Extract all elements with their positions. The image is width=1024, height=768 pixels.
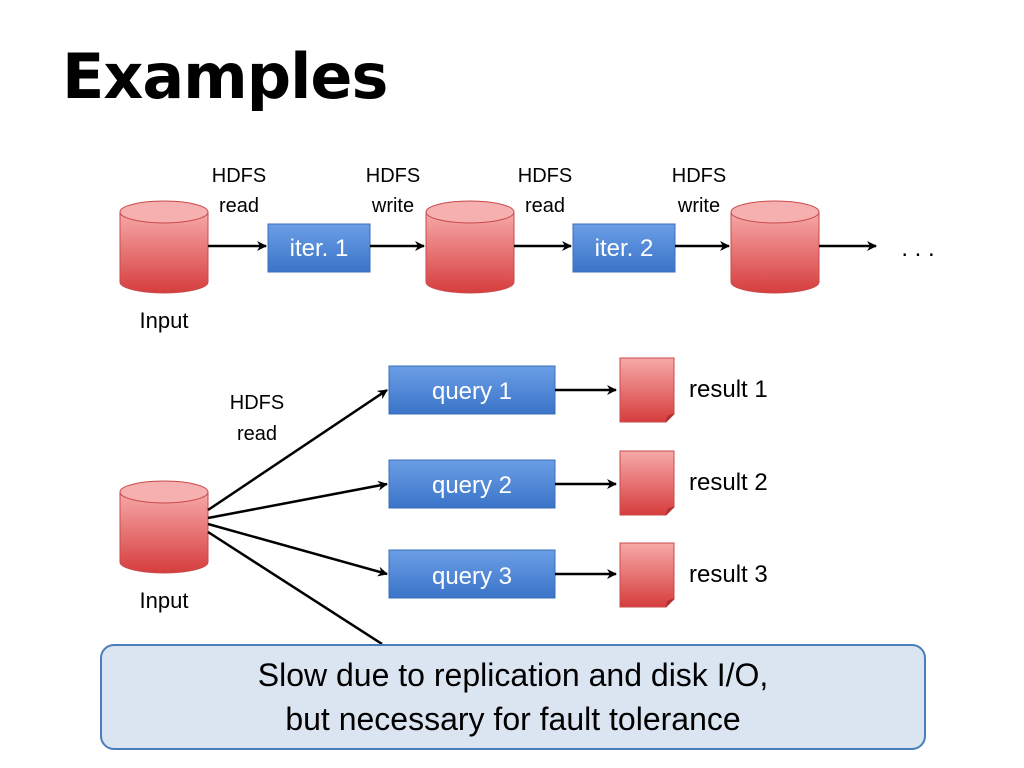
continuation-ellipsis: . . . bbox=[901, 235, 934, 262]
query-2-box bbox=[388, 459, 556, 509]
iter-2-box bbox=[572, 223, 676, 273]
input-cylinder-top-row bbox=[119, 200, 209, 294]
hdfs-label-2-line2: write bbox=[371, 195, 414, 217]
query-2-label: query 2 bbox=[432, 472, 512, 499]
slide-title: Examples bbox=[62, 40, 388, 113]
query-3-box bbox=[388, 549, 556, 599]
result-1-label: result 1 bbox=[689, 376, 768, 403]
hdfs-label-4-line1: HDFS bbox=[672, 165, 726, 187]
iter-1-box bbox=[267, 223, 371, 273]
iter-2-label: iter. 2 bbox=[595, 235, 654, 262]
result-2-label: result 2 bbox=[689, 469, 768, 496]
hdfs-label-3-line2: read bbox=[525, 195, 565, 217]
input-cylinder-bottom-row bbox=[119, 480, 209, 574]
query-1-label: query 1 bbox=[432, 378, 512, 405]
result-2-document bbox=[619, 450, 675, 516]
input-label-top: Input bbox=[140, 308, 189, 333]
result-3-label: result 3 bbox=[689, 561, 768, 588]
callout-line-1: Slow due to replication and disk I/O, bbox=[257, 657, 769, 693]
hdfs-read-label-line1: HDFS bbox=[230, 392, 284, 414]
arrow-input-to-more bbox=[207, 530, 383, 646]
callout-line-2: but necessary for fault tolerance bbox=[285, 701, 741, 737]
hdfs-label-4-line2: write bbox=[677, 195, 720, 217]
arrow-input-to-query1 bbox=[207, 388, 388, 512]
iter-1-label: iter. 1 bbox=[290, 235, 349, 262]
result-1-document bbox=[619, 357, 675, 423]
arrow-input-to-query2 bbox=[207, 480, 388, 520]
query-3-label: query 3 bbox=[432, 563, 512, 590]
hdfs-label-1-line1: HDFS bbox=[212, 165, 266, 187]
input-label-bottom: Input bbox=[140, 588, 189, 613]
hdfs-label-1-line2: read bbox=[219, 195, 259, 217]
arrow-input-to-query3 bbox=[207, 522, 388, 577]
query-1-box bbox=[388, 365, 556, 415]
fault-tolerance-callout: Slow due to replication and disk I/O, bu… bbox=[100, 644, 926, 750]
hdfs-label-3-line1: HDFS bbox=[518, 165, 572, 187]
intermediate-cylinder-2 bbox=[730, 200, 820, 294]
hdfs-label-2-line1: HDFS bbox=[366, 165, 420, 187]
intermediate-cylinder-1 bbox=[425, 200, 515, 294]
result-3-document bbox=[619, 542, 675, 608]
hdfs-read-label-line2: read bbox=[237, 423, 277, 445]
